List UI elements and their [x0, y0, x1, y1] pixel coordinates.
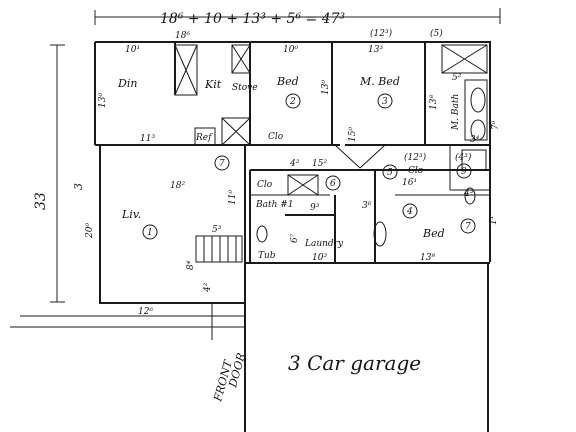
stairs-side: 8⁴: [186, 260, 196, 270]
master-label: M. Bed: [359, 75, 400, 88]
living-side: 11⁰: [228, 190, 238, 205]
small-right-side: 4³: [463, 189, 474, 199]
small-right-note: (4³): [455, 152, 472, 163]
hall-circle: 6: [330, 179, 336, 189]
bath1-tub: Tub: [258, 251, 276, 261]
small-right-number: 9: [461, 167, 467, 177]
bath1-label: Bath #1: [255, 200, 294, 210]
hall-closet-label: Clo: [257, 180, 273, 190]
mbath-side2: 3⁴: [470, 135, 480, 145]
closet2-note: (12³): [404, 152, 427, 163]
bed2-closet: Clo: [268, 132, 284, 142]
hall-side: 4²: [289, 159, 300, 169]
bed4-number: 4: [406, 207, 413, 217]
living-circle: 7: [219, 159, 225, 169]
hall-marker: [325, 175, 341, 191]
bed2-width: 10⁰: [283, 45, 298, 55]
bed2-label: Bed: [276, 75, 299, 88]
laundry-label: Laundry: [304, 239, 344, 249]
master-number: 3: [382, 97, 388, 107]
garage-label: 3 Car garage: [288, 351, 421, 375]
left-dimension: 33 3: [33, 44, 85, 303]
bed4-circle: 7: [465, 222, 471, 232]
bed2-marker: [285, 93, 301, 109]
dining-width: 10¹: [125, 45, 140, 55]
bed4-label: Bed: [422, 227, 445, 240]
closet2-marker: [382, 164, 398, 180]
bed2-number: 2: [289, 97, 296, 107]
living-small-marker: [214, 155, 230, 171]
stairs-side2: 4²: [203, 282, 213, 293]
master-note: (12³): [370, 28, 393, 39]
dining-bottom: 11³: [140, 134, 155, 144]
laundry-bottom: 10³: [312, 253, 327, 263]
dimension-formula: 18⁶ + 10 + 13³ + 5⁶ = 47³: [160, 11, 346, 27]
living-width: 18²: [170, 181, 185, 191]
bed4-small-marker: [460, 218, 476, 234]
fixtures: [174, 44, 488, 340]
laundry-top: 9³: [310, 203, 320, 213]
bed4-side: 3⁶: [362, 201, 372, 211]
kitchen-label: Kit: [204, 78, 222, 91]
dining-height: 13⁰: [98, 93, 108, 108]
room-labels: 10¹ Din 13⁰ 11³ 18⁶ Kit Stove Ref 10⁰ Be…: [85, 28, 501, 404]
bed2-height: 13⁰: [321, 80, 331, 95]
bed4-bottom: 13⁸: [420, 253, 435, 263]
closet2-number: 5: [387, 168, 393, 178]
stairs-width: 5³: [212, 225, 222, 235]
mbath-side: 13⁸: [429, 95, 439, 110]
closet2-label: Clo: [408, 166, 424, 176]
living-marker: [142, 224, 158, 240]
kitchen-width: 18⁶: [175, 31, 190, 41]
mbath-side3: 7⁰: [491, 120, 501, 130]
mbath-top: (5): [430, 28, 443, 39]
mbath-label: M. Bath: [451, 94, 461, 131]
dining-label: Din: [117, 77, 137, 90]
closet2-width: 16¹: [402, 178, 417, 188]
kitchen-ref: Ref: [195, 133, 213, 143]
kitchen-stove: Stove: [232, 83, 258, 93]
small-right-side2: 1¹: [489, 216, 499, 225]
depth-label: 33: [33, 192, 49, 210]
mbath-width: 5²: [452, 73, 462, 83]
top-dimension: 18⁶ + 10 + 13³ + 5⁶ = 47³: [94, 8, 501, 27]
living-height: 20⁰: [85, 223, 95, 239]
living-number: 1: [147, 228, 153, 238]
master-width: 13³: [368, 45, 383, 55]
bath1-side: 6⁷: [290, 233, 300, 243]
living-bottom: 12⁶: [138, 307, 153, 317]
depth-mark: 3: [72, 183, 85, 190]
bed4-marker: [402, 203, 418, 219]
living-label: Liv.: [121, 208, 141, 221]
small-right-marker: [456, 163, 472, 179]
master-marker: [377, 93, 393, 109]
master-height: 15⁰: [348, 127, 358, 142]
hall-width: 15²: [312, 159, 327, 169]
